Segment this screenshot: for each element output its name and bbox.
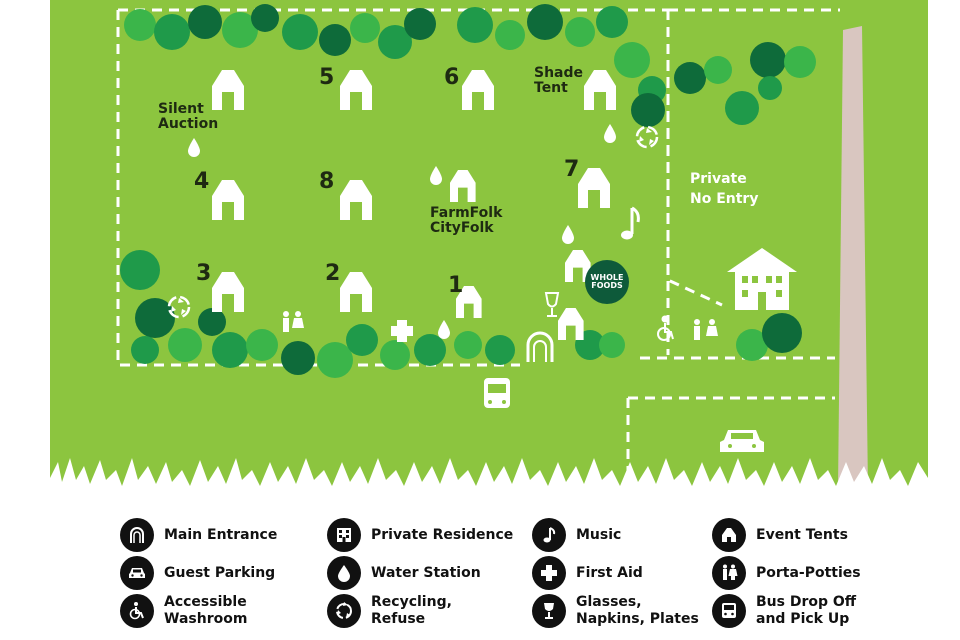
legend-recycling: Recycling, Refuse xyxy=(327,594,452,628)
wheelchair-icon xyxy=(120,594,154,628)
grass-fringe xyxy=(50,458,928,500)
glasses-station-icon xyxy=(544,292,560,317)
tent-4-label: 4 xyxy=(194,169,210,194)
bus-icon xyxy=(712,594,746,628)
water-drop-icon xyxy=(327,556,361,590)
tent-5-label: 5 xyxy=(319,65,335,90)
tent-icon xyxy=(712,518,746,552)
legend-porta-potties: Porta-Potties xyxy=(712,556,861,590)
legend-accessible-washroom: Accessible Washroom xyxy=(120,594,247,628)
whole-foods-logo: WHOLE FOODS xyxy=(585,260,629,304)
private-residence xyxy=(727,248,797,310)
arch-icon xyxy=(120,518,154,552)
legend-event-tents: Event Tents xyxy=(712,518,848,552)
trees xyxy=(120,4,816,378)
wine-glass-icon xyxy=(532,594,566,628)
legend-glasses: Glasses, Napkins, Plates xyxy=(532,594,699,628)
legend-guest-parking: Guest Parking xyxy=(120,556,275,590)
tent-2-label: 2 xyxy=(325,261,341,286)
car-icon xyxy=(120,556,154,590)
recycling-icon xyxy=(327,594,361,628)
tent-7-label: 7 xyxy=(564,157,580,182)
first-aid-icon xyxy=(532,556,566,590)
music-note-icon xyxy=(532,518,566,552)
music-stage-icon xyxy=(621,206,640,240)
legend-main-entrance: Main Entrance xyxy=(120,518,277,552)
legend-private-residence: Private Residence xyxy=(327,518,513,552)
guest-parking xyxy=(720,430,764,452)
first-aid-station xyxy=(391,320,413,342)
tent-1-label: 1 xyxy=(448,273,464,298)
accessible-washroom xyxy=(657,315,674,341)
porta-potties xyxy=(283,311,718,340)
tent-6-label: 6 xyxy=(444,65,460,90)
shade-tent-label: Shade Tent xyxy=(534,65,584,96)
road xyxy=(838,26,868,490)
tent-3-label: 3 xyxy=(196,261,212,286)
private-no-entry-label: Private No Entry xyxy=(690,171,759,207)
silent-auction-label: Silent Auction xyxy=(158,101,219,132)
main-entrance xyxy=(526,331,554,362)
legend-bus: Bus Drop Off and Pick Up xyxy=(712,594,856,628)
bus-stop xyxy=(484,378,510,408)
tent-8-label: 8 xyxy=(319,169,335,194)
house-icon xyxy=(327,518,361,552)
legend-music: Music xyxy=(532,518,621,552)
legend-first-aid: First Aid xyxy=(532,556,643,590)
restroom-icon xyxy=(712,556,746,590)
farmfolk-label: FarmFolk CityFolk xyxy=(430,205,503,236)
legend-water-station: Water Station xyxy=(327,556,481,590)
